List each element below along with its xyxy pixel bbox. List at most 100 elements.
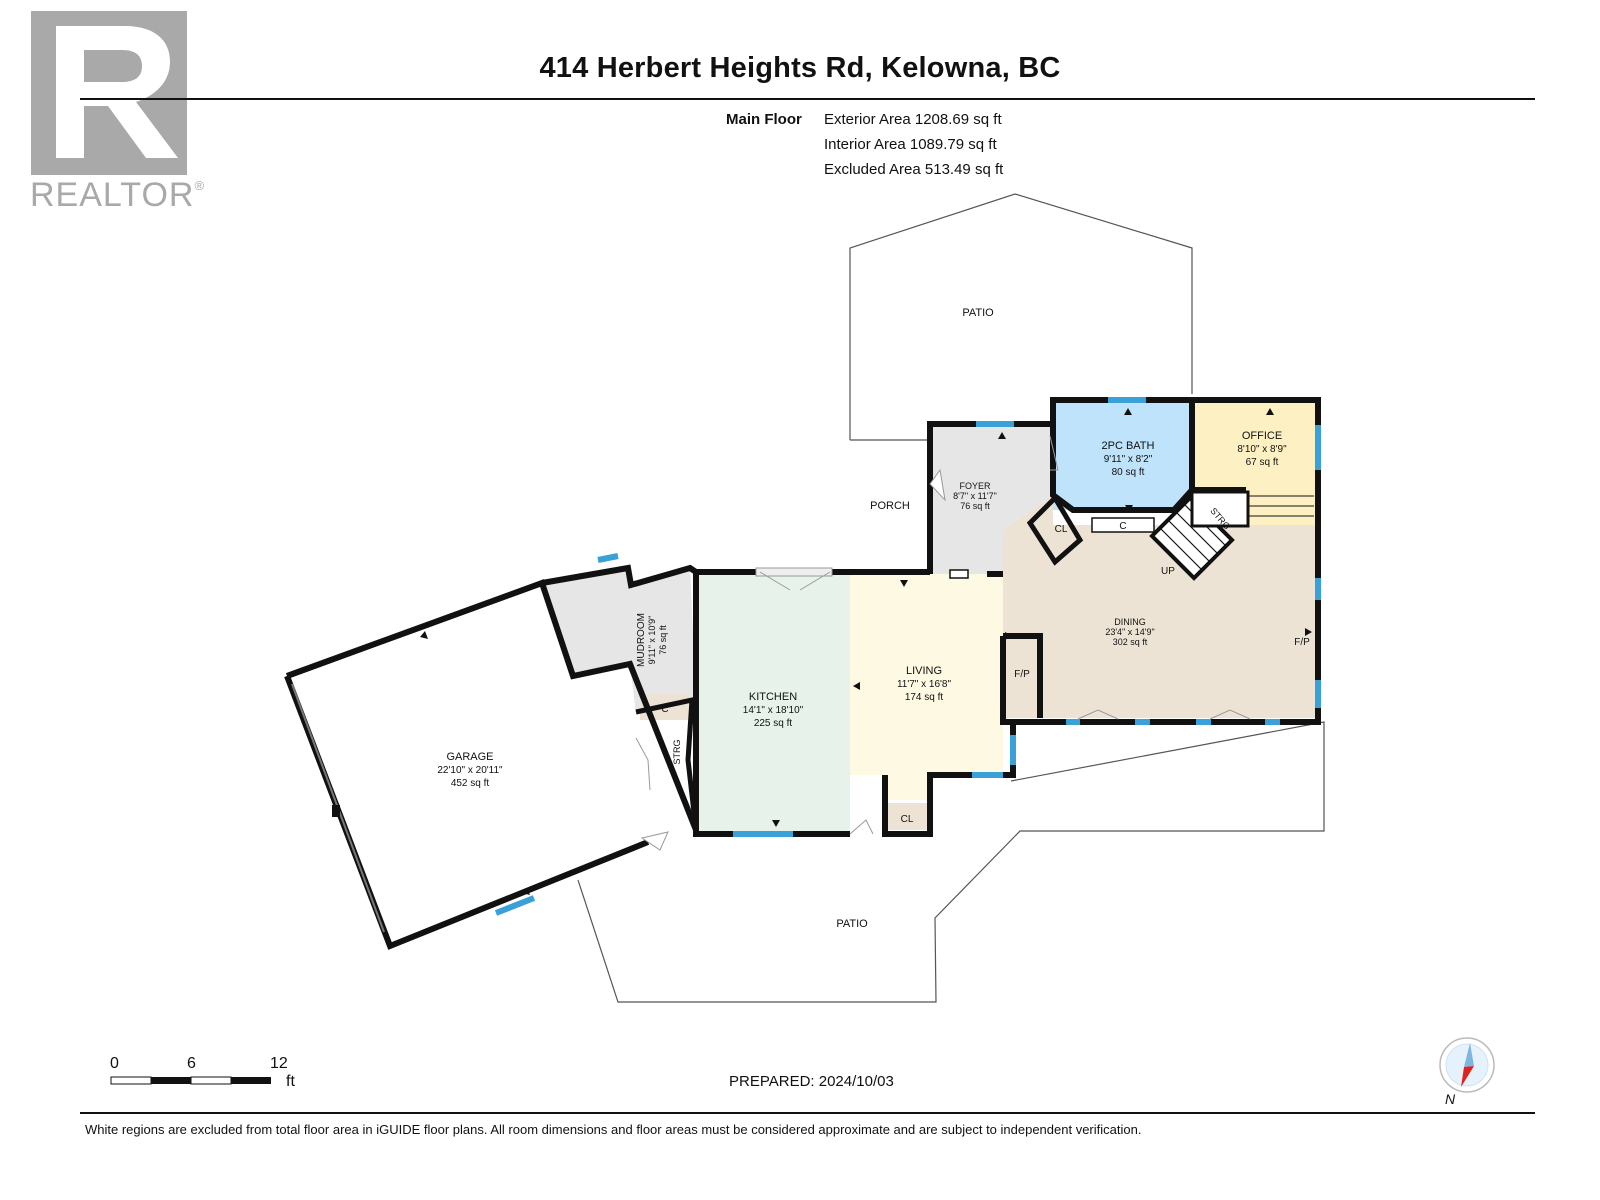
stair-tread (1167, 519, 1211, 563)
interior-area: Interior Area 1089.79 sq ft (824, 136, 997, 153)
garage-area: 452 sq ft (451, 778, 490, 789)
bath-door-swing (1049, 435, 1059, 471)
dimension-arrow (1005, 632, 1012, 640)
bath-room (1053, 400, 1192, 510)
garage-door-marker (332, 805, 340, 817)
compass-north-label: N (1445, 1091, 1456, 1107)
dimension-arrow (900, 580, 908, 587)
stair-tread (1159, 527, 1203, 571)
house-wall-east (927, 397, 1321, 725)
foyer-area: 76 sq ft (960, 501, 990, 511)
exterior-area: Exterior Area 1208.69 sq ft (824, 111, 1002, 128)
prepared-date: PREPARED: 2024/10/03 (729, 1073, 894, 1090)
mudroom-storage-wall (635, 696, 699, 831)
dimension-arrow (1305, 628, 1312, 636)
registered-mark: ® (194, 178, 206, 193)
realtor-logo-text: REALTOR® (30, 176, 205, 215)
dining-room (1003, 495, 1318, 718)
kitchen-room (696, 572, 850, 834)
garage-dims: 22'10" x 20'11" (437, 765, 503, 776)
fireplace-wall (1003, 633, 1043, 718)
mudroom-kitchen-wall-north (541, 564, 930, 589)
scale-tick-0: 0 (110, 1055, 119, 1072)
foyer-dims: 8'7" x 11'7" (953, 491, 997, 501)
mudroom-window (597, 553, 619, 563)
mudroom-room (542, 568, 696, 714)
realtor-wordmark: REALTOR (30, 176, 195, 214)
living-name: LIVING (906, 665, 942, 677)
dimension-arrow (853, 682, 860, 690)
living-room (850, 572, 1003, 800)
mudroom-dims: 9'11" x 10'9" (647, 616, 657, 665)
bath-area: 80 sq ft (1112, 467, 1145, 478)
patio-top-outline (849, 193, 1193, 440)
living-closet-label: CL (901, 814, 914, 825)
dining-fireplace-label: F/P (1294, 637, 1310, 648)
bath-wall (1050, 400, 1195, 513)
garage-wall-north (285, 579, 699, 832)
bath-name: 2PC BATH (1102, 440, 1155, 452)
office-dims: 8'10" x 8'9" (1237, 444, 1287, 455)
footer-divider (80, 1112, 1535, 1114)
kitchen-area: 225 sq ft (754, 718, 793, 729)
foyer-vent (949, 569, 969, 579)
garage-storage-label: STRG (672, 739, 682, 764)
garage-storage-label-group: STRG (672, 739, 682, 764)
porch-label: PORCH (870, 500, 910, 512)
garage-window (494, 895, 536, 916)
compass-icon (1439, 1037, 1495, 1093)
page-title: 414 Herbert Heights Rd, Kelowna, BC (539, 52, 1061, 84)
dimension-arrow (420, 631, 428, 639)
mudroom-area: 76 sq ft (658, 625, 668, 655)
living-fireplace (1005, 636, 1037, 716)
dimension-arrow (1266, 408, 1274, 415)
dimension-arrow (522, 888, 530, 895)
patio-bottom-label: PATIO (836, 918, 868, 930)
living-fireplace-label: F/P (1014, 669, 1030, 680)
dimension-arrow (772, 820, 780, 827)
garage-wall-south (284, 674, 650, 950)
dimension-arrow (998, 432, 1006, 439)
foyer-name: FOYER (959, 481, 991, 491)
dining-area: 302 sq ft (1113, 637, 1148, 647)
patio-top-label: PATIO (962, 307, 994, 319)
kitchen-name: KITCHEN (749, 691, 797, 703)
stairs (1149, 495, 1235, 581)
scale-segment (190, 1076, 232, 1085)
scale-segment (231, 1077, 271, 1084)
mudroom-closet-label: C (661, 704, 668, 715)
patio-bottom-outline (577, 721, 1325, 1003)
disclaimer: White regions are excluded from total fl… (85, 1122, 1142, 1137)
bath-closet-label: C (1119, 521, 1126, 532)
storage-door-swing (635, 737, 651, 791)
foyer-entry-door (929, 468, 946, 502)
excluded-area: Excluded Area 513.49 sq ft (824, 161, 1004, 178)
realtor-logo-r-mark (56, 26, 178, 158)
kitchen-door-swing (759, 571, 831, 591)
foyer-room (930, 424, 1053, 574)
scale-unit: ft (286, 1073, 295, 1090)
stair-storage (1190, 490, 1250, 528)
foyer-closet-label: CL (1055, 524, 1068, 535)
kitchen-wall-south (693, 572, 850, 837)
living-closet (886, 803, 927, 830)
living-wall-south (882, 722, 1016, 837)
mudroom-label-group: MUDROOM 9'11" x 10'9" 76 sq ft (636, 613, 668, 667)
scale-tick-6: 6 (187, 1055, 196, 1072)
bath-dims: 9'11" x 8'2" (1104, 454, 1153, 465)
foyer-closet-wall (1026, 493, 1084, 566)
scale-segment (110, 1076, 152, 1085)
stair-tread (1175, 511, 1219, 555)
dining-door-swings (1077, 709, 1251, 720)
dimension-arrow (1125, 505, 1133, 512)
scale-segment (151, 1077, 191, 1084)
garage-entry-door (640, 831, 669, 851)
scale-tick-12: 12 (270, 1055, 288, 1072)
dining-dims: 23'4" x 14'9" (1105, 627, 1154, 637)
living-dims: 11'7" x 16'8" (897, 679, 952, 690)
office-name: OFFICE (1242, 430, 1282, 442)
floor-label: Main Floor (726, 111, 802, 128)
kitchen-dims: 14'1" x 18'10" (743, 705, 804, 716)
office-area: 67 sq ft (1246, 457, 1279, 468)
